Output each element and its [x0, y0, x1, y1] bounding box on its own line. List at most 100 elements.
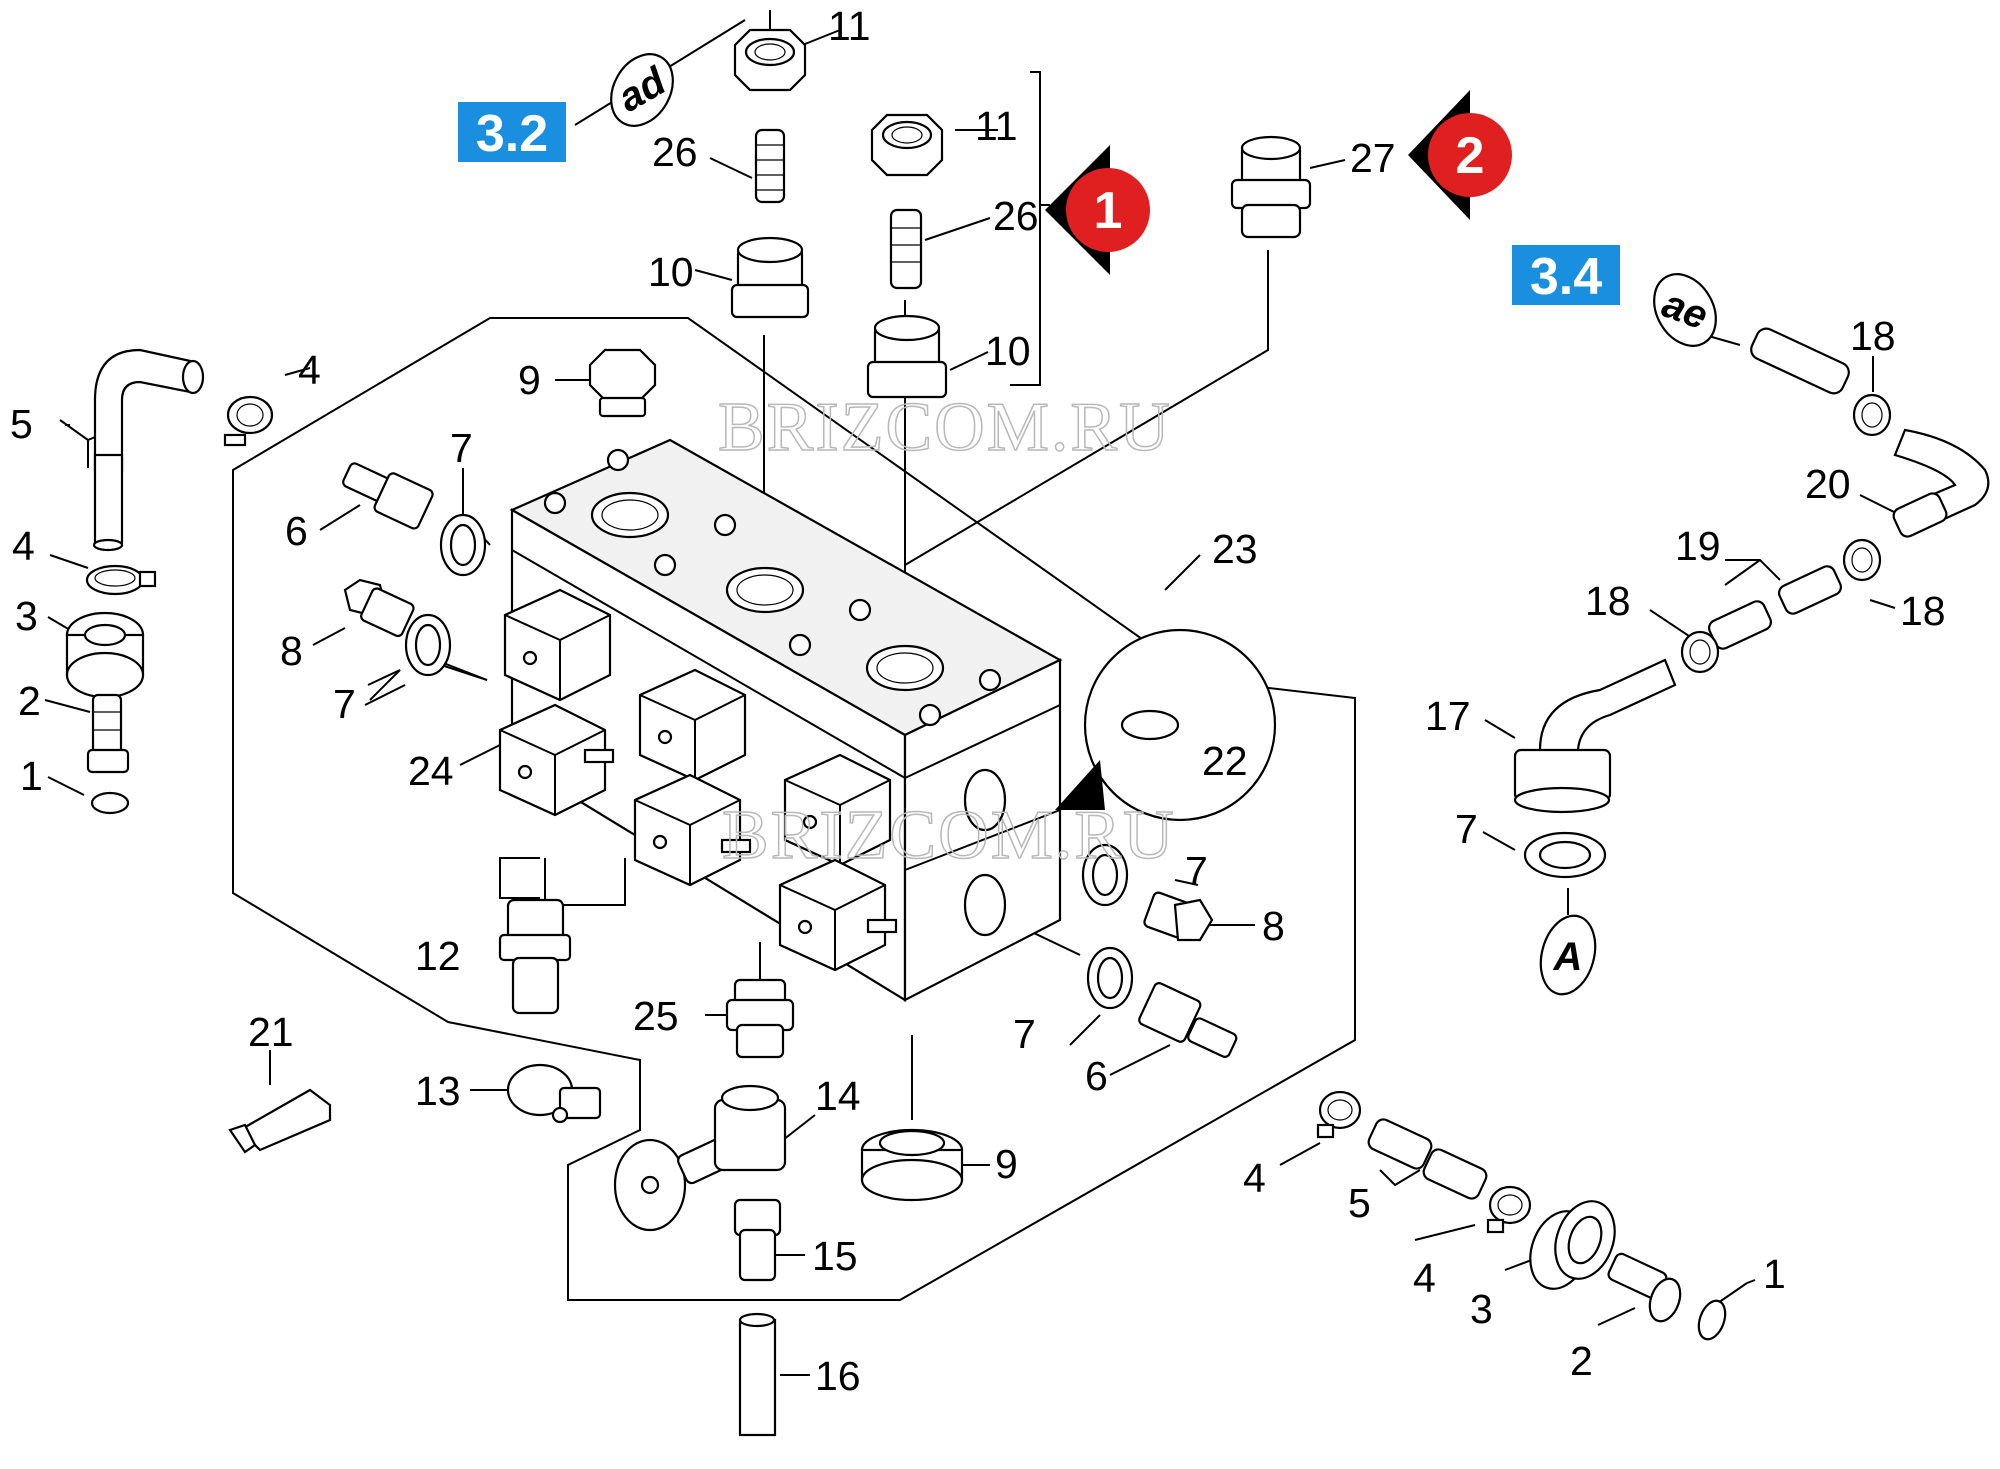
reference-A[interactable]: A — [1533, 910, 1604, 1001]
part-label-25: 25 — [633, 993, 679, 1039]
washer-7-d[interactable] — [1086, 946, 1134, 1010]
clamp-4-a[interactable] — [223, 395, 274, 447]
watermark-bottom: BRIZCOM.RU — [722, 797, 1176, 874]
washer-7-r[interactable] — [1523, 831, 1607, 879]
nut-11-a[interactable] — [733, 28, 807, 92]
clamp-18-b[interactable] — [1842, 538, 1882, 582]
part-label-21: 21 — [248, 1009, 294, 1055]
part-label-18: 18 — [1900, 588, 1946, 634]
hose-5-b[interactable] — [1366, 1117, 1489, 1201]
part-label-17: 17 — [1425, 693, 1471, 739]
watermark-top: BRIZCOM.RU — [718, 389, 1172, 466]
badge-3-4[interactable]: 3.4 — [1512, 245, 1620, 306]
part-label-6: 6 — [1085, 1053, 1108, 1099]
part-label-14: 14 — [815, 1073, 861, 1119]
clamp-18-c[interactable] — [1680, 630, 1720, 674]
clamp-4-c[interactable] — [1316, 1090, 1362, 1139]
oring-1-b[interactable] — [1694, 1297, 1730, 1343]
part-label-8: 8 — [1262, 903, 1285, 949]
part-label-19: 19 — [1675, 523, 1721, 569]
callout-1-label: 1 — [1094, 182, 1123, 240]
plug-9-a[interactable] — [588, 348, 657, 418]
part-label-4: 4 — [12, 523, 35, 569]
part-label-7: 7 — [1185, 848, 1208, 894]
valve-14[interactable] — [613, 1084, 787, 1232]
fitting-25[interactable] — [725, 978, 795, 1059]
part-label-7: 7 — [333, 681, 356, 727]
plug-8-a[interactable] — [343, 578, 415, 638]
part-label-4: 4 — [1243, 1155, 1266, 1201]
reference-A-label: A — [1553, 935, 1583, 979]
nut-11-b[interactable] — [870, 113, 944, 177]
part-label-12: 12 — [415, 933, 461, 979]
part-label-3: 3 — [1470, 1286, 1493, 1332]
washer-7-a[interactable] — [439, 513, 487, 577]
hose-19[interactable] — [1706, 564, 1843, 652]
part-label-26: 26 — [993, 193, 1039, 239]
part-label-7: 7 — [1013, 1011, 1036, 1057]
part-label-18: 18 — [1585, 578, 1631, 624]
clamp-4-d[interactable] — [1486, 1185, 1532, 1234]
washer-7-c[interactable] — [1081, 843, 1129, 907]
valve-cube[interactable] — [633, 773, 752, 887]
part-label-11: 11 — [828, 3, 871, 49]
part-label-23: 23 — [1212, 526, 1258, 572]
valve-cube[interactable] — [498, 703, 615, 817]
part-label-9: 9 — [995, 1141, 1018, 1187]
nut-3-b[interactable] — [1520, 1193, 1625, 1297]
nipple-12[interactable] — [498, 898, 572, 1015]
elbow-20[interactable] — [1891, 428, 1990, 539]
reference-ad[interactable]: ad — [599, 43, 685, 137]
callout-1[interactable]: 1 — [1045, 145, 1150, 275]
nipple-2-a[interactable] — [86, 693, 130, 774]
nipple-6-a[interactable] — [342, 462, 435, 530]
badge-3-2-label: 3.2 — [476, 105, 548, 163]
part-label-27: 27 — [1350, 135, 1396, 181]
valve-cube[interactable] — [778, 858, 898, 972]
part-label-3: 3 — [15, 593, 38, 639]
fitting-10-a[interactable] — [730, 236, 810, 319]
nipple-6-b[interactable] — [1138, 981, 1238, 1058]
tube-21[interactable] — [228, 1088, 332, 1154]
fitting-27[interactable] — [1230, 135, 1312, 239]
part-label-2: 2 — [18, 678, 41, 724]
plug-8-b[interactable] — [1143, 891, 1214, 942]
reference-ae[interactable]: ae — [1642, 263, 1728, 357]
clamp-13[interactable] — [506, 1063, 602, 1124]
valve-cube[interactable] — [638, 668, 747, 782]
nipple-15[interactable] — [733, 1198, 782, 1282]
valve-cube[interactable] — [783, 753, 892, 867]
nut-3-a[interactable] — [65, 611, 145, 699]
part-label-8: 8 — [280, 628, 303, 674]
clamp-4-b[interactable] — [85, 564, 157, 596]
hose-16[interactable] — [738, 1312, 777, 1437]
hose-segment-top[interactable] — [1748, 325, 1852, 396]
part-label-10: 10 — [648, 249, 694, 295]
clamp-18-a[interactable] — [1852, 393, 1892, 437]
oring-1-a[interactable] — [90, 791, 130, 815]
hose-5-a[interactable] — [92, 348, 205, 552]
hose-nipple-26-a[interactable] — [754, 128, 786, 204]
fitting-10-b[interactable] — [866, 314, 948, 399]
part-label-4: 4 — [298, 347, 321, 393]
part-label-16: 16 — [815, 1353, 861, 1399]
solenoid-valves[interactable] — [498, 588, 898, 972]
valve-cube[interactable] — [503, 588, 612, 702]
part-label-11: 11 — [975, 103, 1018, 149]
part-label-26: 26 — [652, 129, 698, 175]
hose-nipple-26-b[interactable] — [889, 208, 923, 290]
part-label-2: 2 — [1570, 1338, 1593, 1384]
callout-2[interactable]: 2 — [1408, 90, 1512, 220]
part-label-1: 1 — [1763, 1251, 1786, 1297]
detail-circle — [1055, 628, 1277, 822]
badge-3-2[interactable]: 3.2 — [458, 102, 566, 163]
part-label-22: 22 — [1202, 738, 1248, 784]
part-label-20: 20 — [1805, 461, 1851, 507]
part-number-labels: 11 11 26 26 10 10 27 18 20 19 18 18 17 7… — [10, 3, 1946, 1399]
washer-7-b[interactable] — [404, 613, 452, 677]
nipple-2-b[interactable] — [1607, 1252, 1686, 1326]
part-label-7: 7 — [450, 425, 473, 471]
elbow-coupling-17[interactable] — [1513, 658, 1677, 814]
plug-9-b[interactable] — [860, 1128, 964, 1202]
oring-22[interactable] — [1120, 709, 1180, 741]
